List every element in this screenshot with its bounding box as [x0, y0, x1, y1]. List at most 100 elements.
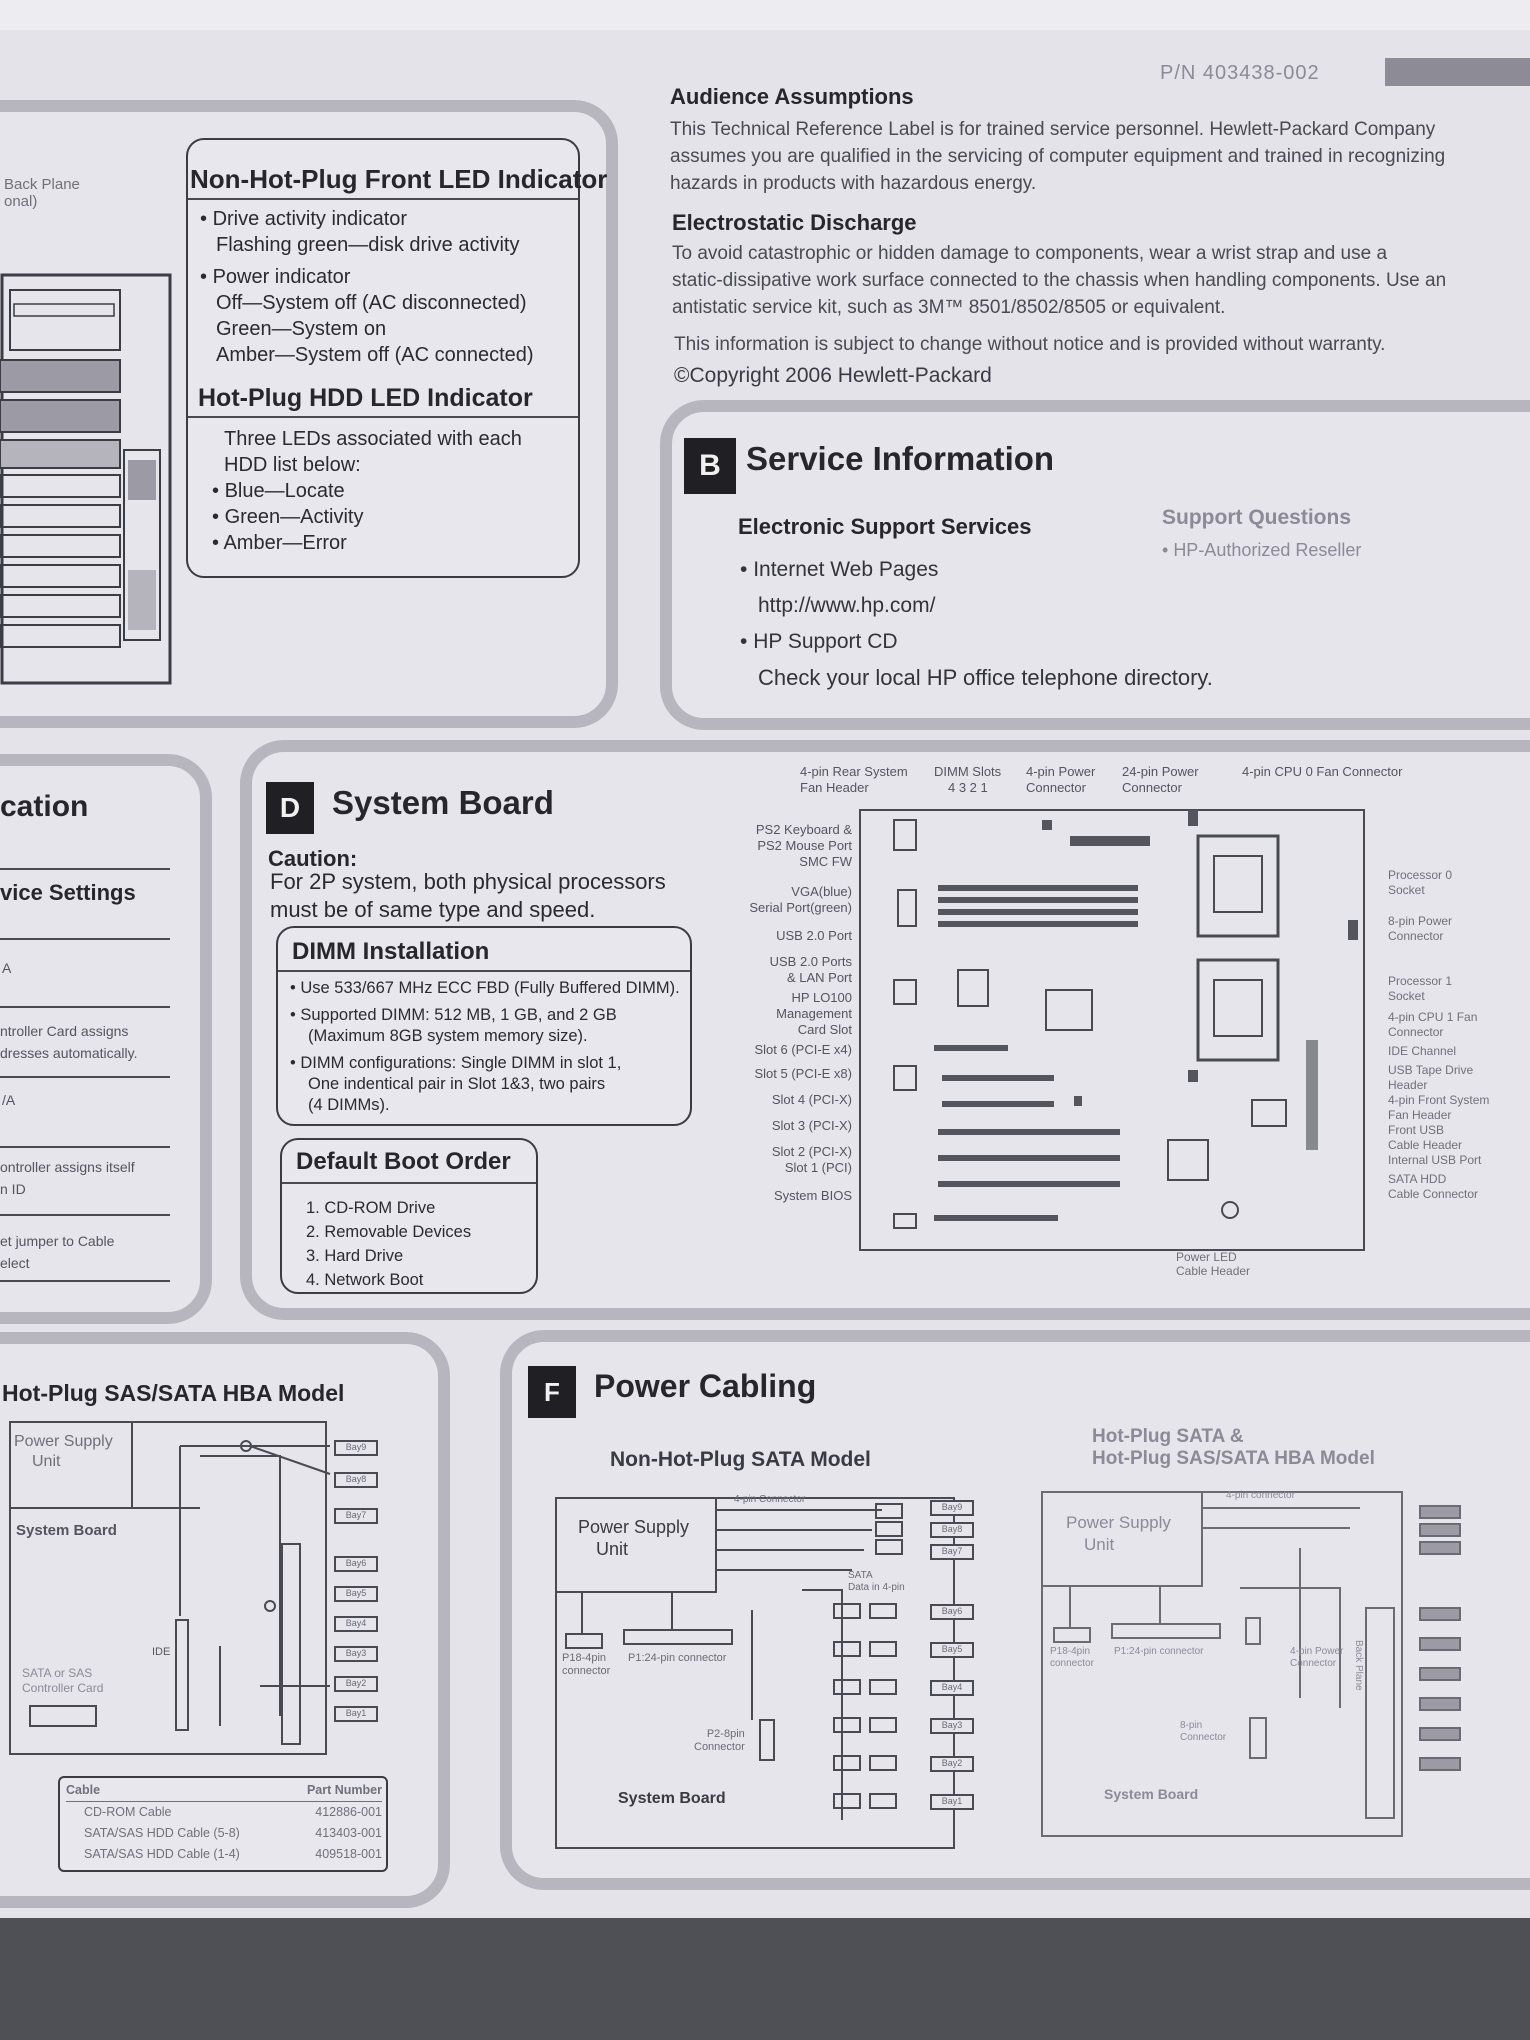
hdd-item-blue: • Blue—Locate: [212, 480, 345, 502]
dimm-item-3: • DIMM configurations: Single DIMM in sl…: [290, 1054, 622, 1114]
pr-p18-l1: P18-4pin: [1050, 1646, 1091, 1657]
esd-text: To avoid catastrophic or hidden damage t…: [672, 240, 1446, 321]
rear-fan-l1: 4-pin Rear System: [800, 764, 908, 779]
br-4: Processor 1: [1388, 974, 1453, 988]
dimm-installation-box: [276, 926, 692, 1126]
bl-4: Serial Port(green): [749, 900, 852, 915]
audience-text: This Technical Reference Label is for tr…: [670, 116, 1445, 197]
bl-17: System BIOS: [773, 1188, 852, 1203]
cable-row-3-name: SATA/SAS HDD Cable (1-4): [84, 1847, 240, 1861]
pl-psu-l2: Unit: [596, 1539, 629, 1559]
dimm-item-1-text: Use 533/667 MHz ECC FBD (Fully Buffered …: [300, 979, 680, 997]
hdd-item-amber: • Amber—Error: [212, 532, 347, 554]
pr-8pin-l1: 8-pin: [1180, 1720, 1203, 1731]
top-band: [0, 0, 1530, 30]
br-5: Socket: [1388, 989, 1425, 1003]
sas-title: Hot-Plug SAS/SATA HBA Model: [2, 1380, 345, 1406]
sas-ide-label: IDE: [152, 1646, 171, 1658]
pw-p2-l2: Connector: [694, 1741, 745, 1753]
sas-board-label: System Board: [16, 1522, 117, 1539]
led-power-amber: Amber—System off (AC connected): [216, 344, 534, 366]
hp-url-link[interactable]: http://www.hp.com/: [758, 594, 936, 617]
dimm-item-3-line1: DIMM configurations: Single DIMM in slot…: [300, 1054, 622, 1072]
hdd-item-green-text: Green—Activity: [224, 506, 364, 528]
web-pages-text: Internet Web Pages: [753, 558, 939, 581]
pw-bay-2: Bay2: [930, 1756, 974, 1772]
led-drive-label-text: Drive activity indicator: [212, 208, 408, 230]
pl-0: Power LED: [1176, 1250, 1237, 1264]
cable-table: [58, 1776, 388, 1872]
sas-psu-label: Power Supply Unit: [14, 1432, 113, 1472]
pw-bay-1: Bay1: [930, 1794, 974, 1810]
sas-bay-1: Bay1: [334, 1706, 378, 1722]
cable-row-1: CD-ROM Cable 412886-001: [66, 1802, 382, 1823]
power-left-title: Non-Hot-Plug SATA Model: [610, 1448, 871, 1471]
sas-psu-l1: Power Supply: [14, 1433, 113, 1450]
processor-1-socket: [1196, 958, 1280, 1062]
pr-p1-label: P1:24-pin connector: [1114, 1646, 1204, 1657]
dimm-slot-group: [938, 885, 1138, 927]
lm-divider-4: [0, 1076, 170, 1078]
table-surface: [0, 1918, 1530, 2040]
cable-table-content: Cable Part Number CD-ROM Cable 412886-00…: [66, 1780, 382, 1865]
power-right-title-l1: Hot-Plug SATA &: [1092, 1426, 1244, 1447]
sas-ctl-l2: Controller Card: [22, 1681, 104, 1695]
br-11: 4-pin Front System: [1388, 1093, 1490, 1107]
bl-8: HP LO100: [791, 990, 852, 1005]
support-reseller-text: HP-Authorized Reseller: [1173, 540, 1362, 560]
sas-bay-6: Bay6: [334, 1556, 378, 1572]
lm-divider-5: [0, 1146, 170, 1148]
cable-row-2-name: SATA/SAS HDD Cable (5-8): [84, 1826, 240, 1840]
service-title: Service Information: [746, 440, 1055, 477]
support-reseller: • HP-Authorized Reseller: [1162, 540, 1362, 560]
boot-item-2: 2. Removable Devices: [306, 1223, 472, 1241]
boot-order-box: [280, 1138, 538, 1294]
bl-12: Slot 5 (PCI-E x8): [754, 1066, 852, 1081]
pr-8pin-l2: Connector: [1180, 1732, 1227, 1743]
bl-9: Management: [776, 1006, 852, 1021]
br-2: 8-pin Power: [1388, 914, 1453, 928]
bl-6: USB 2.0 Ports: [769, 954, 852, 969]
br-3: Connector: [1388, 929, 1444, 943]
sas-bay-4: Bay4: [334, 1616, 378, 1632]
sas-ctl-l1: SATA or SAS: [22, 1666, 93, 1680]
power-left-board-label: System Board: [618, 1790, 726, 1807]
pw-bay-7: Bay7: [930, 1544, 974, 1560]
dimm-item-3-line3: (4 DIMMs).: [308, 1096, 390, 1114]
power-p18-label: P18-4pin connector: [562, 1652, 610, 1678]
back-plane-line2: onal): [4, 193, 38, 210]
cable-row-1-part: 412886-001: [315, 1805, 382, 1819]
pl-1: Cable Header: [1176, 1264, 1251, 1278]
bl-16: Slot 1 (PCI): [784, 1160, 852, 1175]
lm-line-1: ntroller Card assigns: [0, 1023, 129, 1039]
audience-title: Audience Assumptions: [670, 84, 914, 109]
electronic-support-title: Electronic Support Services: [738, 514, 1032, 539]
power-right-title-l2: Hot-Plug SAS/SATA HBA Model: [1092, 1448, 1375, 1469]
boot-order-list: 1. CD-ROM Drive 2. Removable Devices 3. …: [306, 1196, 471, 1292]
dimm-title: DIMM Installation: [292, 938, 490, 965]
power-cabling-right-diagram: [1041, 1491, 1461, 1837]
audience-line-1: This Technical Reference Label is for tr…: [670, 119, 1436, 140]
dimm-item-3-line2: One indentical pair in Slot 1&3, two pai…: [308, 1075, 606, 1093]
esd-notice: This information is subject to change wi…: [674, 334, 1386, 355]
dimm-list: • Use 533/667 MHz ECC FBD (Fully Buffere…: [290, 978, 680, 1116]
cpu0-fan-label: 4-pin CPU 0 Fan Connector: [1242, 764, 1403, 779]
24pin-power-l1: 24-pin Power: [1122, 764, 1199, 779]
board-left-labels: PS2 Keyboard & PS2 Mouse Port SMC FW VGA…: [700, 822, 852, 1204]
power-left-psu-label: Power Supply Unit: [578, 1516, 689, 1560]
sas-cabling-diagram: [9, 1421, 331, 1755]
system-board-title: System Board: [332, 784, 554, 821]
support-questions-title: Support Questions: [1162, 506, 1351, 529]
br-17: Cable Connector: [1388, 1187, 1479, 1201]
br-15: Internal USB Port: [1388, 1153, 1482, 1167]
led-title-divider: [188, 198, 578, 200]
rear-fan-l2: Fan Header: [800, 780, 869, 795]
led-drive-detail: Flashing green—disk drive activity: [216, 234, 520, 256]
br-14: Cable Header: [1388, 1138, 1463, 1152]
support-cd-item: • HP Support CD: [740, 630, 898, 653]
audience-line-3: hazards in products with hazardous energ…: [670, 173, 1037, 194]
lm-divider-2: [0, 938, 170, 940]
pw-p18-l1: P18-4pin: [562, 1652, 607, 1664]
